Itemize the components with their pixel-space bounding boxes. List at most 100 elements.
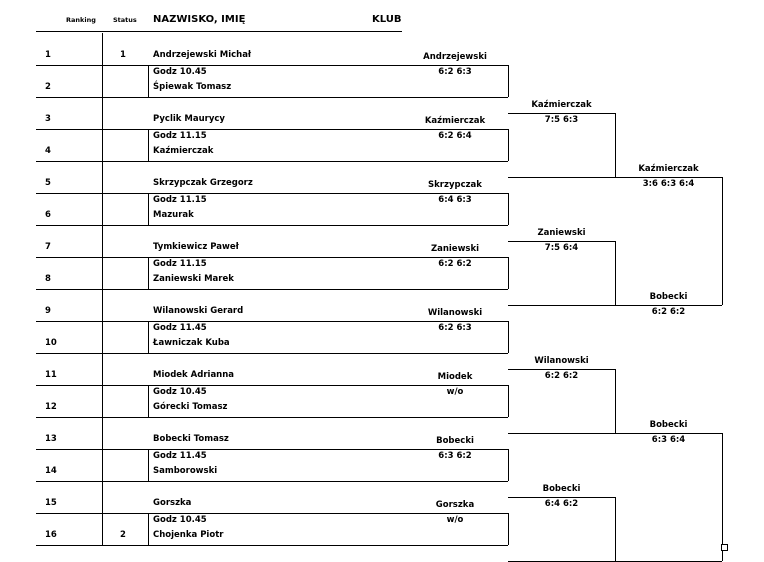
name-column-divider <box>148 65 149 97</box>
r1-bottom-line <box>402 481 508 482</box>
player-ranking: 11 <box>45 370 57 380</box>
r1-winner: Andrzejewski <box>423 52 487 62</box>
row-separator <box>36 225 402 226</box>
player-name: Zaniewski Marek <box>153 274 234 284</box>
r1-top-line <box>402 385 508 386</box>
row-separator <box>36 65 402 66</box>
row-separator <box>36 129 402 130</box>
r2-vertical <box>615 369 616 433</box>
row-separator <box>36 97 402 98</box>
status-column-divider <box>102 481 103 545</box>
player-ranking: 1 <box>45 50 51 60</box>
player-status: 2 <box>120 530 126 540</box>
row-separator <box>36 513 402 514</box>
status-column-divider <box>102 417 103 481</box>
ranking-header: Ranking <box>66 16 96 24</box>
player-ranking: 9 <box>45 306 51 316</box>
match-time: Godz 10.45 <box>153 515 207 525</box>
player-ranking: 8 <box>45 274 51 284</box>
name-column-divider <box>148 257 149 289</box>
r1-bottom-line <box>402 417 508 418</box>
match-time: Godz 11.45 <box>153 451 207 461</box>
match-time: Godz 11.45 <box>153 323 207 333</box>
r1-vertical <box>508 449 509 481</box>
r1-bottom-line <box>402 97 508 98</box>
r1-score: 6:4 6:3 <box>438 195 472 205</box>
r1-winner: Zaniewski <box>430 244 480 254</box>
status-column-divider <box>102 97 103 161</box>
r1-vertical <box>508 385 509 417</box>
final-score: 6:2 6:2 <box>651 307 686 317</box>
r1-winner: Kaźmierczak <box>424 116 486 126</box>
player-ranking: 15 <box>45 498 57 508</box>
r1-top-line <box>402 513 508 514</box>
r2-vertical <box>615 241 616 305</box>
player-name: Chojenka Piotr <box>153 530 224 540</box>
r1-vertical <box>508 129 509 161</box>
player-ranking: 2 <box>45 82 51 92</box>
r3-winner: Kaźmierczak <box>638 164 699 174</box>
r3-winner: Bobecki <box>649 420 688 430</box>
final-line <box>615 305 722 306</box>
name-column-divider <box>148 193 149 225</box>
player-ranking: 10 <box>45 338 57 348</box>
corner-marker <box>721 544 728 551</box>
player-name: Skrzypczak Grzegorz <box>153 178 253 188</box>
r1-winner: Bobecki <box>436 436 474 446</box>
r1-top-line <box>402 65 508 66</box>
player-ranking: 4 <box>45 146 51 156</box>
match-time: Godz 10.45 <box>153 387 207 397</box>
player-name: Śpiewak Tomasz <box>153 82 232 92</box>
match-time: Godz 11.15 <box>153 259 207 269</box>
player-name: Tymkiewicz Paweł <box>153 242 239 252</box>
r1-vertical <box>508 193 509 225</box>
row-separator <box>36 193 402 194</box>
r3-vertical <box>722 177 723 305</box>
player-name: Kaźmierczak <box>153 146 214 156</box>
r1-score: 6:2 6:3 <box>438 67 472 77</box>
player-name: Miodek Adrianna <box>153 370 235 380</box>
r1-top-line <box>402 129 508 130</box>
r1-bottom-line <box>402 289 508 290</box>
row-separator <box>36 289 402 290</box>
player-name: Bobecki Tomasz <box>153 434 229 444</box>
player-name: Mazurak <box>153 210 194 220</box>
r1-vertical <box>508 513 509 545</box>
row-separator <box>36 321 402 322</box>
name-column-divider <box>148 385 149 417</box>
row-separator <box>36 161 402 162</box>
status-column-divider <box>102 161 103 225</box>
row-separator <box>36 257 402 258</box>
r1-vertical <box>508 321 509 353</box>
r1-top-line <box>402 257 508 258</box>
r1-top-line <box>402 321 508 322</box>
row-separator <box>36 353 402 354</box>
player-name: Wilanowski Gerard <box>153 306 244 316</box>
player-ranking: 12 <box>45 402 57 412</box>
r1-bottom-line <box>402 225 508 226</box>
player-ranking: 6 <box>45 210 51 220</box>
r1-score: 6:3 6:2 <box>438 451 472 461</box>
r3-top-line <box>615 433 722 434</box>
status-column-divider <box>102 225 103 289</box>
player-ranking: 5 <box>45 178 51 188</box>
row-separator <box>36 545 402 546</box>
status-header: Status <box>113 16 137 24</box>
r2-winner: Zaniewski <box>537 228 586 238</box>
status-column-divider <box>102 289 103 353</box>
club-header: KLUB <box>372 14 402 25</box>
name-column-divider <box>148 449 149 481</box>
r1-bottom-line <box>402 161 508 162</box>
r2-score: 7:5 6:4 <box>544 243 579 253</box>
name-column-divider <box>148 129 149 161</box>
r1-score: w/o <box>446 515 464 525</box>
r1-bottom-line <box>402 545 508 546</box>
name-header: NAZWISKO, IMIĘ <box>153 14 246 25</box>
player-ranking: 3 <box>45 114 51 124</box>
player-name: Samborowski <box>153 466 218 476</box>
r3-score: 3:6 6:3 6:4 <box>642 179 695 189</box>
r1-top-line <box>402 449 508 450</box>
r1-score: w/o <box>446 387 464 397</box>
match-time: Godz 11.15 <box>153 131 207 141</box>
player-ranking: 13 <box>45 434 57 444</box>
